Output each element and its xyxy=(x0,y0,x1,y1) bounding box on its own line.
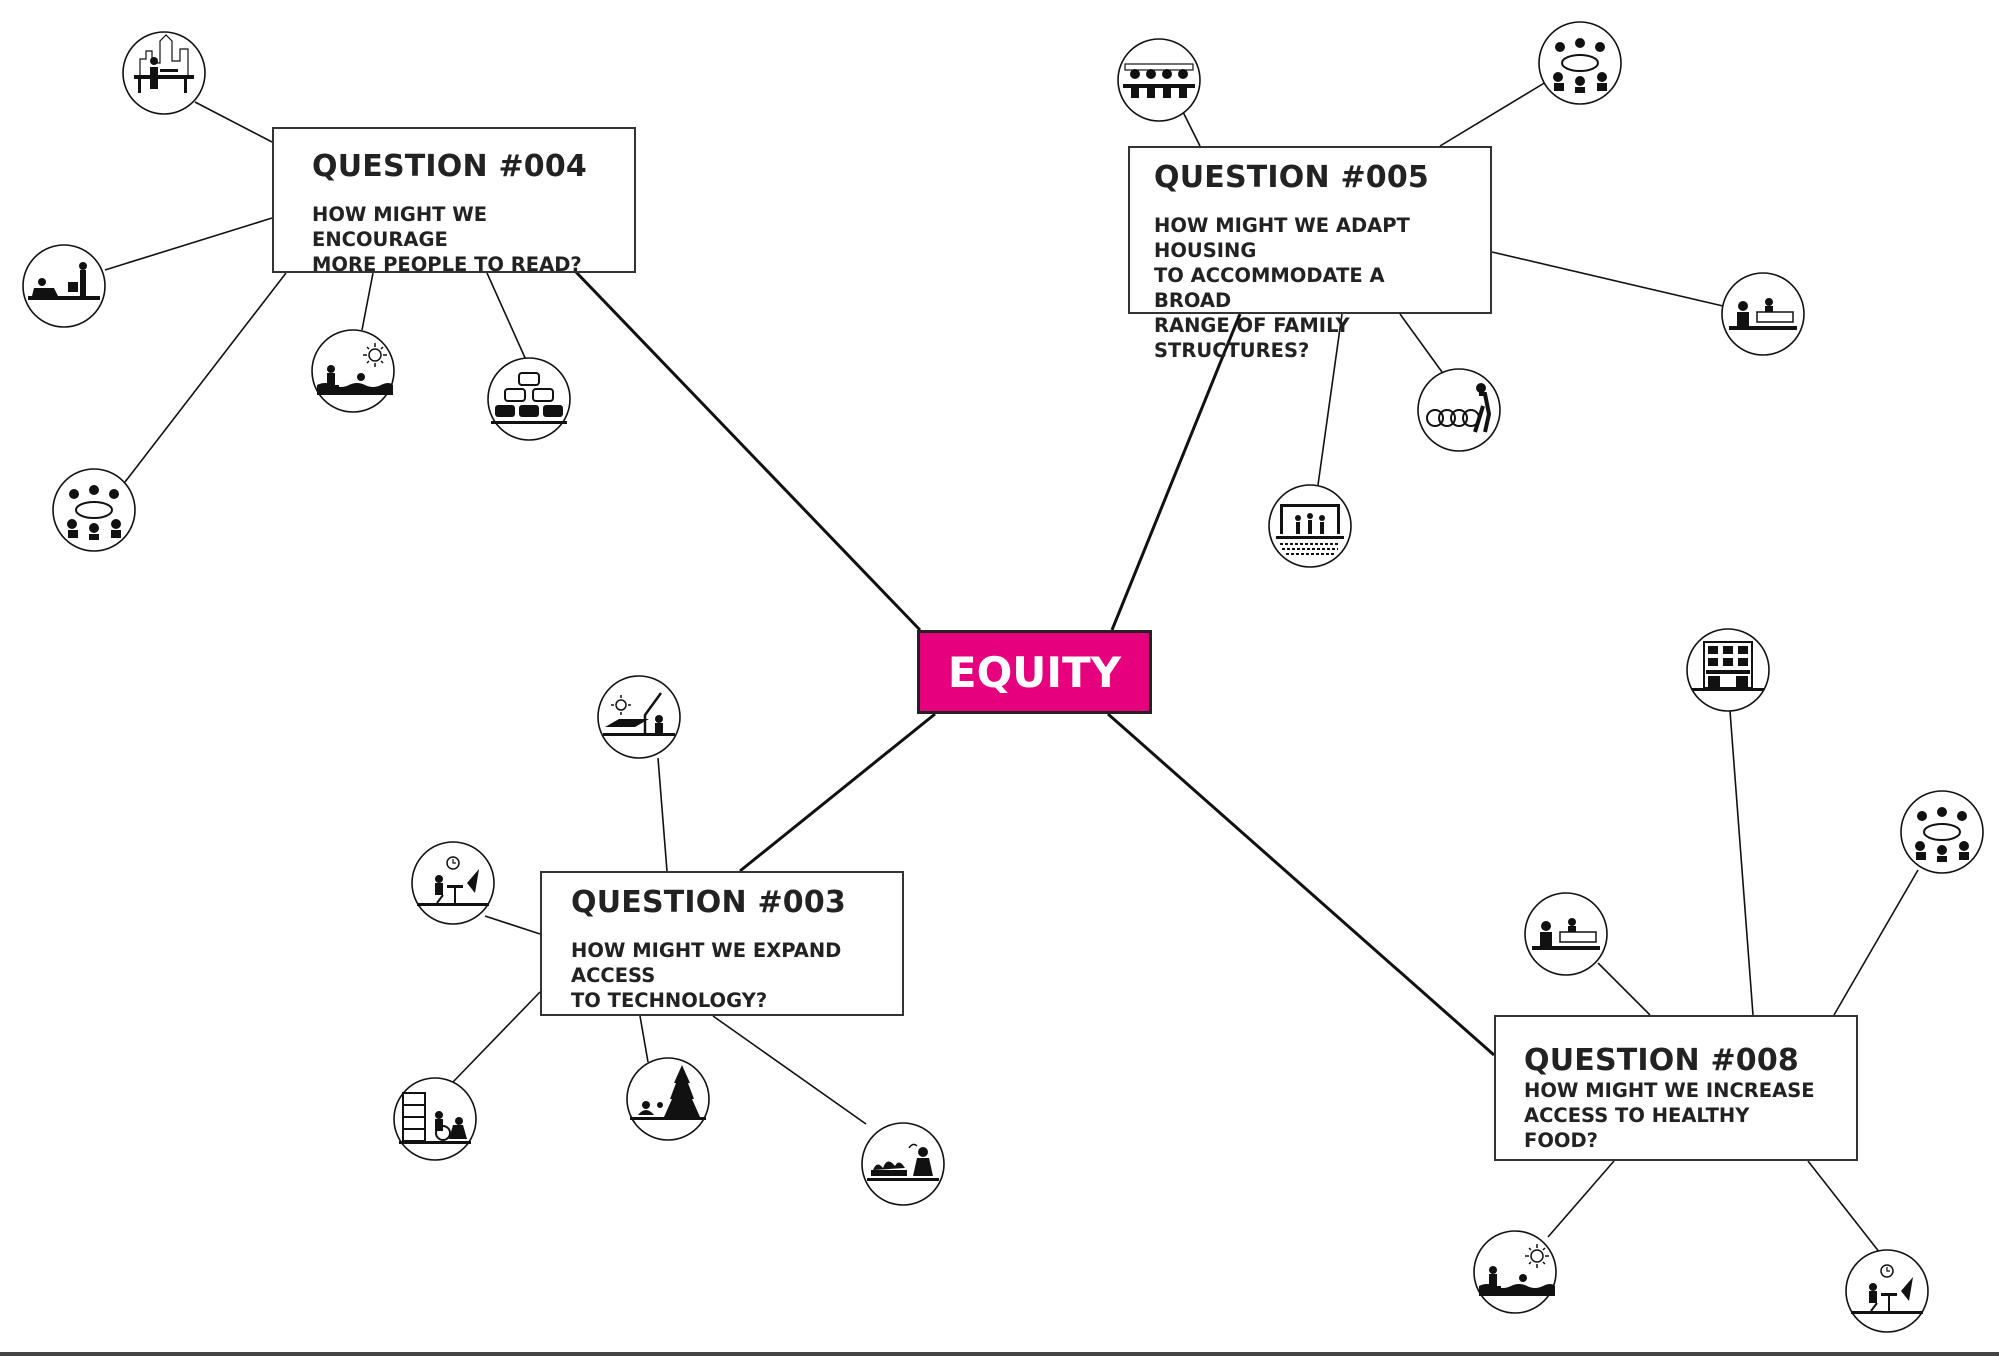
market-stall-icon xyxy=(1524,892,1608,976)
question-title: QUESTION #005 xyxy=(1154,160,1430,195)
icon-nodes xyxy=(22,21,1984,1333)
park-bench-icon xyxy=(22,244,106,328)
cafe-table-icon xyxy=(411,841,495,925)
equity-center-node[interactable]: EQUITY xyxy=(917,630,1152,714)
question-004-card[interactable]: QUESTION #004 HOW MIGHT WE ENCOURAGE MOR… xyxy=(272,127,636,276)
market-stall-icon xyxy=(1721,272,1805,356)
swimming-icon xyxy=(1473,1230,1557,1314)
community-meeting-icon xyxy=(1900,790,1984,874)
connector-lines xyxy=(104,81,1919,1254)
city-reading-icon xyxy=(122,31,206,115)
traffic-cars-icon xyxy=(487,357,571,441)
library-shelf-icon xyxy=(393,1077,477,1161)
question-008-card[interactable]: QUESTION #008 HOW MIGHT WE INCREASE ACCE… xyxy=(1494,1015,1858,1161)
community-meeting-icon xyxy=(52,468,136,552)
center-label: EQUITY xyxy=(947,647,1122,697)
temple-icon xyxy=(626,1057,710,1141)
question-text: HOW MIGHT WE EXPAND ACCESS TO TECHNOLOGY… xyxy=(571,939,842,1012)
building-facade-icon xyxy=(1686,628,1770,712)
question-text: HOW MIGHT WE ADAPT HOUSING TO ACCOMMODAT… xyxy=(1154,214,1410,362)
stage-performance-icon xyxy=(1268,484,1352,568)
swimming-icon xyxy=(311,329,395,413)
question-title: QUESTION #008 xyxy=(1524,1043,1800,1078)
question-text: HOW MIGHT WE ENCOURAGE MORE PEOPLE TO RE… xyxy=(312,203,582,276)
bottom-divider xyxy=(0,1352,1999,1356)
solar-panel-icon xyxy=(597,675,681,759)
bike-parking-icon xyxy=(1417,368,1501,452)
garden-planter-icon xyxy=(861,1122,945,1206)
question-text: HOW MIGHT WE INCREASE ACCESS TO HEALTHY … xyxy=(1524,1079,1815,1152)
question-title: QUESTION #004 xyxy=(312,149,588,184)
question-005-card[interactable]: QUESTION #005 HOW MIGHT WE ADAPT HOUSING… xyxy=(1128,146,1492,362)
question-003-card[interactable]: QUESTION #003 HOW MIGHT WE EXPAND ACCESS… xyxy=(540,871,904,1016)
community-meeting-icon xyxy=(1538,21,1622,105)
group-dining-icon xyxy=(1117,38,1201,122)
cafe-table-icon xyxy=(1845,1249,1929,1333)
question-title: QUESTION #003 xyxy=(571,885,847,920)
